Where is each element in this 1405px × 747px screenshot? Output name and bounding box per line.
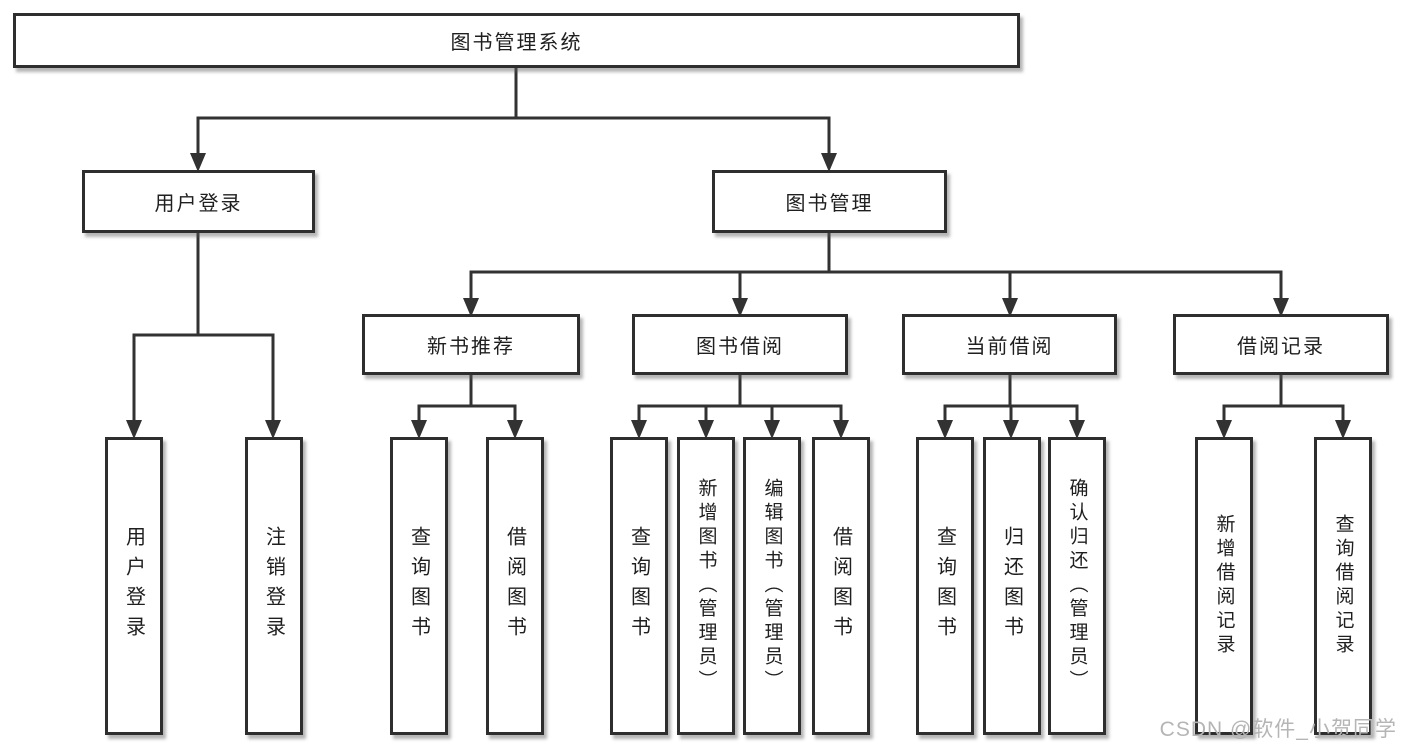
leaf-return-books: 归还图书: [983, 437, 1041, 735]
leaf-add-books-admin: 新增图书（管理员）: [677, 437, 735, 735]
leaf-query-borrow-record-label: 查询借阅记录: [1332, 514, 1354, 658]
leaf-query-books-borrow-label: 查询图书: [627, 526, 650, 646]
leaf-query-books-borrow: 查询图书: [610, 437, 668, 735]
node-book-borrow-label: 图书借阅: [696, 336, 784, 358]
leaf-query-books-recommend-label: 查询图书: [407, 526, 430, 646]
csdn-watermark: CSDN @软件_小贺同学: [1159, 718, 1397, 741]
node-borrow-records-label: 借阅记录: [1237, 336, 1325, 358]
node-current-borrow: 当前借阅: [902, 314, 1117, 375]
leaf-edit-books-admin-label: 编辑图书（管理员）: [761, 478, 783, 694]
leaf-borrow-books-recommend-label: 借阅图书: [503, 526, 526, 646]
leaf-borrow-books-label: 借阅图书: [829, 526, 852, 646]
node-library-system: 图书管理系统: [13, 13, 1020, 68]
leaf-logout-label: 注销登录: [262, 526, 285, 646]
leaf-query-borrow-record: 查询借阅记录: [1314, 437, 1372, 735]
node-library-system-label: 图书管理系统: [450, 32, 583, 54]
leaf-add-books-admin-label: 新增图书（管理员）: [695, 478, 717, 694]
leaf-confirm-return-admin: 确认归还（管理员）: [1048, 437, 1106, 735]
leaf-confirm-return-admin-label: 确认归还（管理员）: [1066, 478, 1088, 694]
leaf-query-books-current-label: 查询图书: [933, 526, 956, 646]
node-book-borrow: 图书借阅: [632, 314, 848, 375]
node-borrow-records: 借阅记录: [1173, 314, 1389, 375]
node-book-management-label: 图书管理: [785, 193, 874, 215]
leaf-logout: 注销登录: [245, 437, 303, 735]
node-new-book-recommend: 新书推荐: [362, 314, 580, 375]
leaf-add-borrow-record-label: 新增借阅记录: [1213, 514, 1235, 658]
leaf-borrow-books: 借阅图书: [812, 437, 870, 735]
node-book-management: 图书管理: [712, 170, 947, 233]
leaf-add-borrow-record: 新增借阅记录: [1195, 437, 1253, 735]
leaf-edit-books-admin: 编辑图书（管理员）: [743, 437, 801, 735]
leaf-return-books-label: 归还图书: [1000, 526, 1023, 646]
leaf-query-books-current: 查询图书: [916, 437, 974, 735]
leaf-user-login: 用户登录: [105, 437, 163, 735]
leaf-user-login-label: 用户登录: [122, 526, 145, 646]
node-user-login: 用户登录: [82, 170, 315, 233]
node-current-borrow-label: 当前借阅: [965, 336, 1054, 358]
node-new-book-recommend-label: 新书推荐: [427, 336, 515, 358]
node-user-login-label: 用户登录: [154, 193, 243, 215]
leaf-query-books-recommend: 查询图书: [390, 437, 448, 735]
leaf-borrow-books-recommend: 借阅图书: [486, 437, 544, 735]
